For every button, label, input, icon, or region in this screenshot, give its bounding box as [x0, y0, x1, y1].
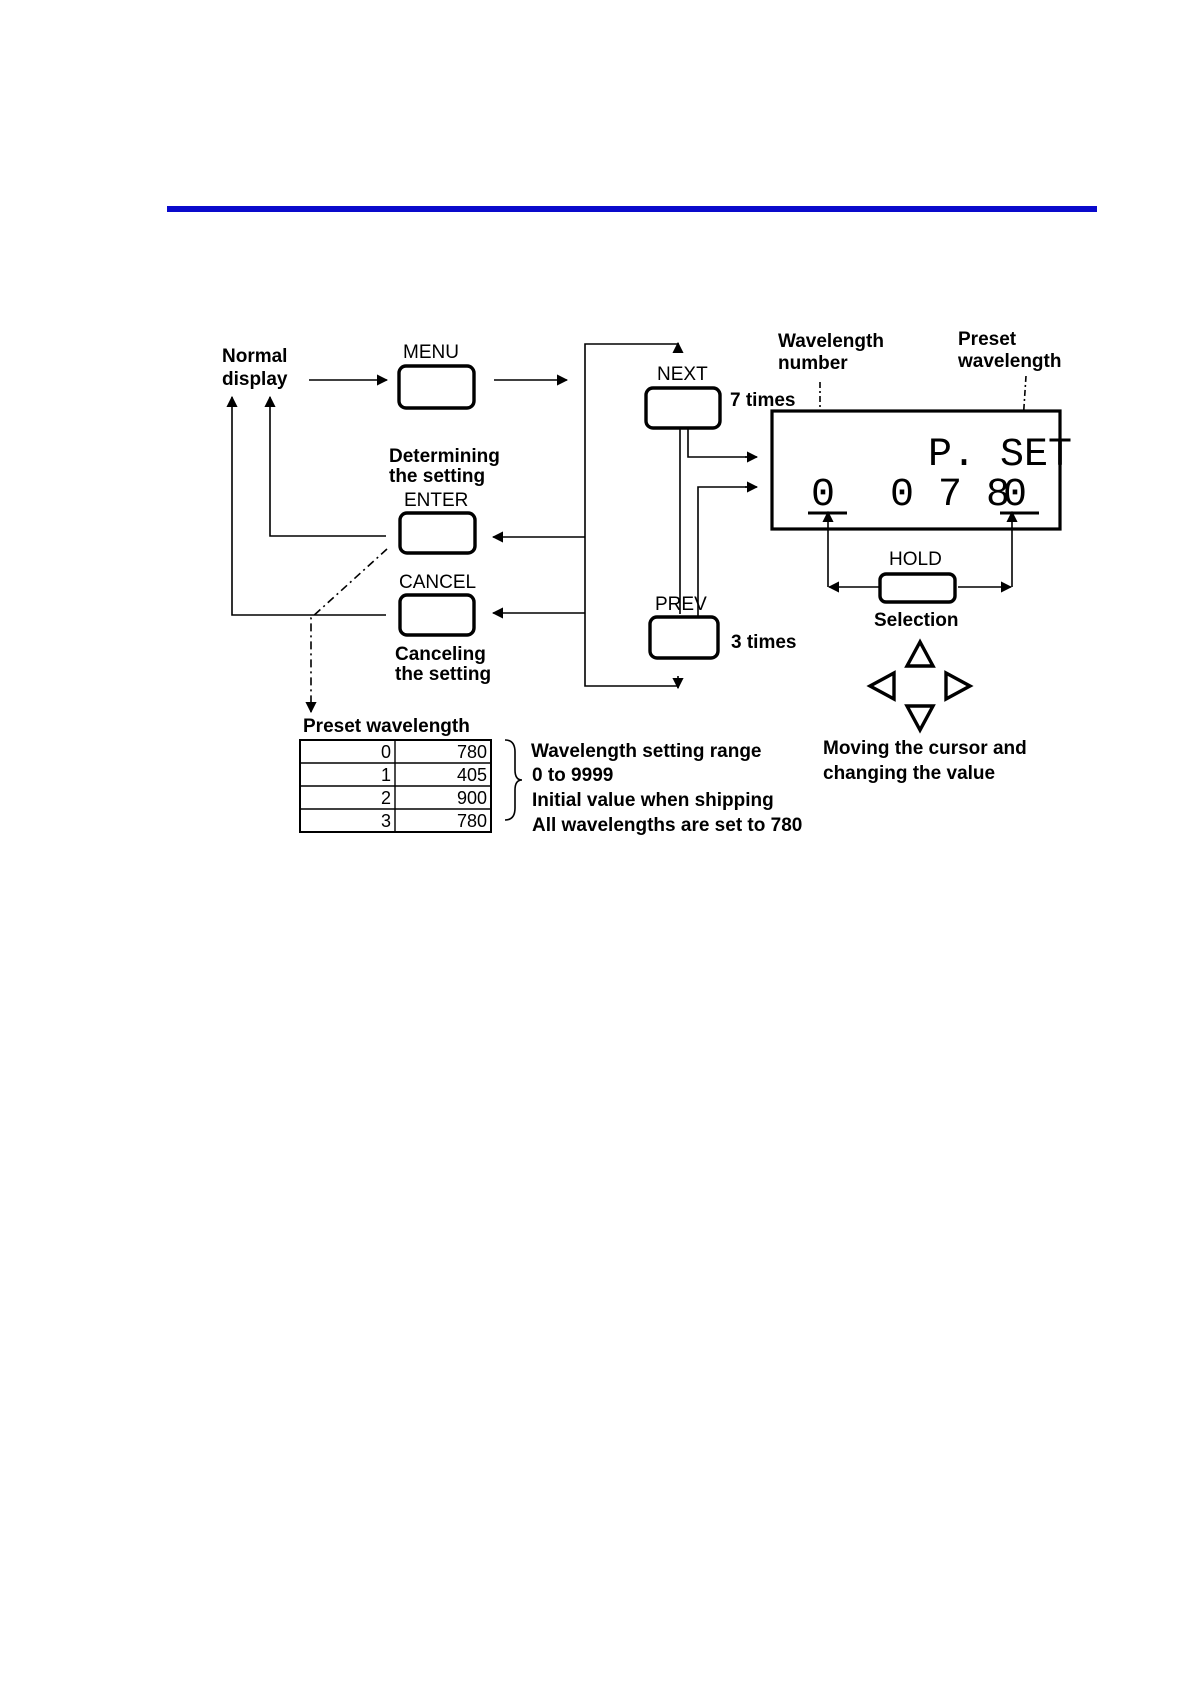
table-row: 2 900: [381, 788, 487, 808]
normal-display-line-2: display: [222, 369, 288, 390]
menu-button-shape[interactable]: [397, 364, 476, 410]
prev-button-label: PREV: [655, 594, 707, 615]
cancel-button-label: CANCEL: [399, 572, 476, 593]
table-cell-index: 2: [381, 788, 391, 808]
preset-wavelength-callout: Preset wavelength: [957, 329, 1061, 372]
lcd-digits: 0 7 8: [890, 473, 1010, 518]
prev-button[interactable]: PREV: [648, 594, 720, 660]
normal-display-label: Normal display: [222, 346, 288, 390]
next-times-label: 7 times: [730, 390, 795, 411]
enter-button-label: ENTER: [404, 490, 468, 511]
right-arrow-icon[interactable]: [944, 670, 974, 702]
preset-wavelength-callout-line-1: Preset: [958, 329, 1017, 350]
next-button-label: NEXT: [657, 364, 708, 385]
table-row: 0 780: [381, 742, 487, 762]
lcd-wavelength-number: 0: [811, 473, 835, 518]
hold-button[interactable]: HOLD: [878, 549, 957, 604]
determining-line-1: Determining: [389, 446, 500, 467]
next-button-shape[interactable]: [644, 386, 722, 430]
hold-button-label: HOLD: [889, 549, 942, 570]
note-line: Wavelength setting range: [531, 741, 762, 762]
note-line: All wavelengths are set to 780: [532, 815, 802, 836]
wavelength-number-line-1: Wavelength: [778, 331, 884, 352]
lcd-display: P. SET 0 0 7 8 0: [770, 409, 1072, 531]
lcd-last-digit: 0: [1003, 473, 1027, 518]
canceling-line-1: Canceling: [395, 644, 486, 665]
table-cell-index: 0: [381, 742, 391, 762]
lcd-frame: [770, 409, 1062, 531]
curly-brace: [504, 739, 523, 821]
table-row: 3 780: [381, 811, 487, 831]
table-cell-value: 780: [457, 742, 487, 762]
cancel-return-line: [231, 398, 386, 616]
enter-return-line: [269, 398, 386, 537]
note-line: Initial value when shipping: [532, 790, 774, 811]
determining-label: Determining the setting: [389, 446, 500, 487]
enter-button[interactable]: ENTER: [398, 490, 477, 555]
wavelength-number-callout: Wavelength number: [778, 331, 884, 374]
preset-table: 0 780 1 405 2 900 3 780: [299, 739, 492, 833]
preset-wavelength-callout-line-2: wavelength: [957, 351, 1061, 372]
canceling-label: Canceling the setting: [395, 644, 491, 685]
notes: Wavelength setting range 0 to 9999 Initi…: [531, 741, 802, 836]
moving-cursor-line-1: Moving the cursor and: [823, 738, 1027, 759]
up-arrow-icon[interactable]: [904, 638, 936, 668]
moving-cursor-line-2: changing the value: [823, 763, 995, 784]
next-button[interactable]: NEXT: [644, 364, 722, 430]
prev-to-lcd-line: [697, 486, 756, 616]
direction-keys[interactable]: [866, 638, 974, 734]
prev-times-label: 3 times: [731, 632, 796, 653]
menu-button[interactable]: MENU: [397, 342, 476, 410]
cancel-button-shape[interactable]: [398, 593, 476, 637]
normal-display-line-1: Normal: [222, 346, 287, 367]
lcd-mode-text: P. SET: [928, 433, 1072, 478]
canceling-line-2: the setting: [395, 664, 491, 685]
menu-button-label: MENU: [403, 342, 459, 363]
table-cell-index: 3: [381, 811, 391, 831]
selection-label: Selection: [874, 610, 958, 631]
table-cell-index: 1: [381, 765, 391, 785]
moving-cursor-label: Moving the cursor and changing the value: [823, 738, 1027, 784]
table-cell-value: 900: [457, 788, 487, 808]
preset-table-title: Preset wavelength: [303, 716, 470, 737]
note-line: 0 to 9999: [532, 765, 613, 786]
cancel-button[interactable]: CANCEL: [398, 572, 476, 637]
table-cell-value: 780: [457, 811, 487, 831]
left-arrow-icon[interactable]: [866, 670, 896, 702]
enter-button-shape[interactable]: [398, 511, 477, 555]
header-rule: [167, 206, 1097, 212]
hold-button-shape[interactable]: [878, 572, 957, 604]
down-arrow-icon[interactable]: [904, 704, 936, 734]
enter-to-table-leader: [310, 548, 388, 710]
table-cell-value: 405: [457, 765, 487, 785]
determining-line-2: the setting: [389, 466, 485, 487]
wavelength-number-line-2: number: [778, 353, 848, 374]
prev-button-shape[interactable]: [648, 615, 720, 660]
next-to-lcd-line: [687, 428, 756, 458]
table-row: 1 405: [381, 765, 487, 785]
